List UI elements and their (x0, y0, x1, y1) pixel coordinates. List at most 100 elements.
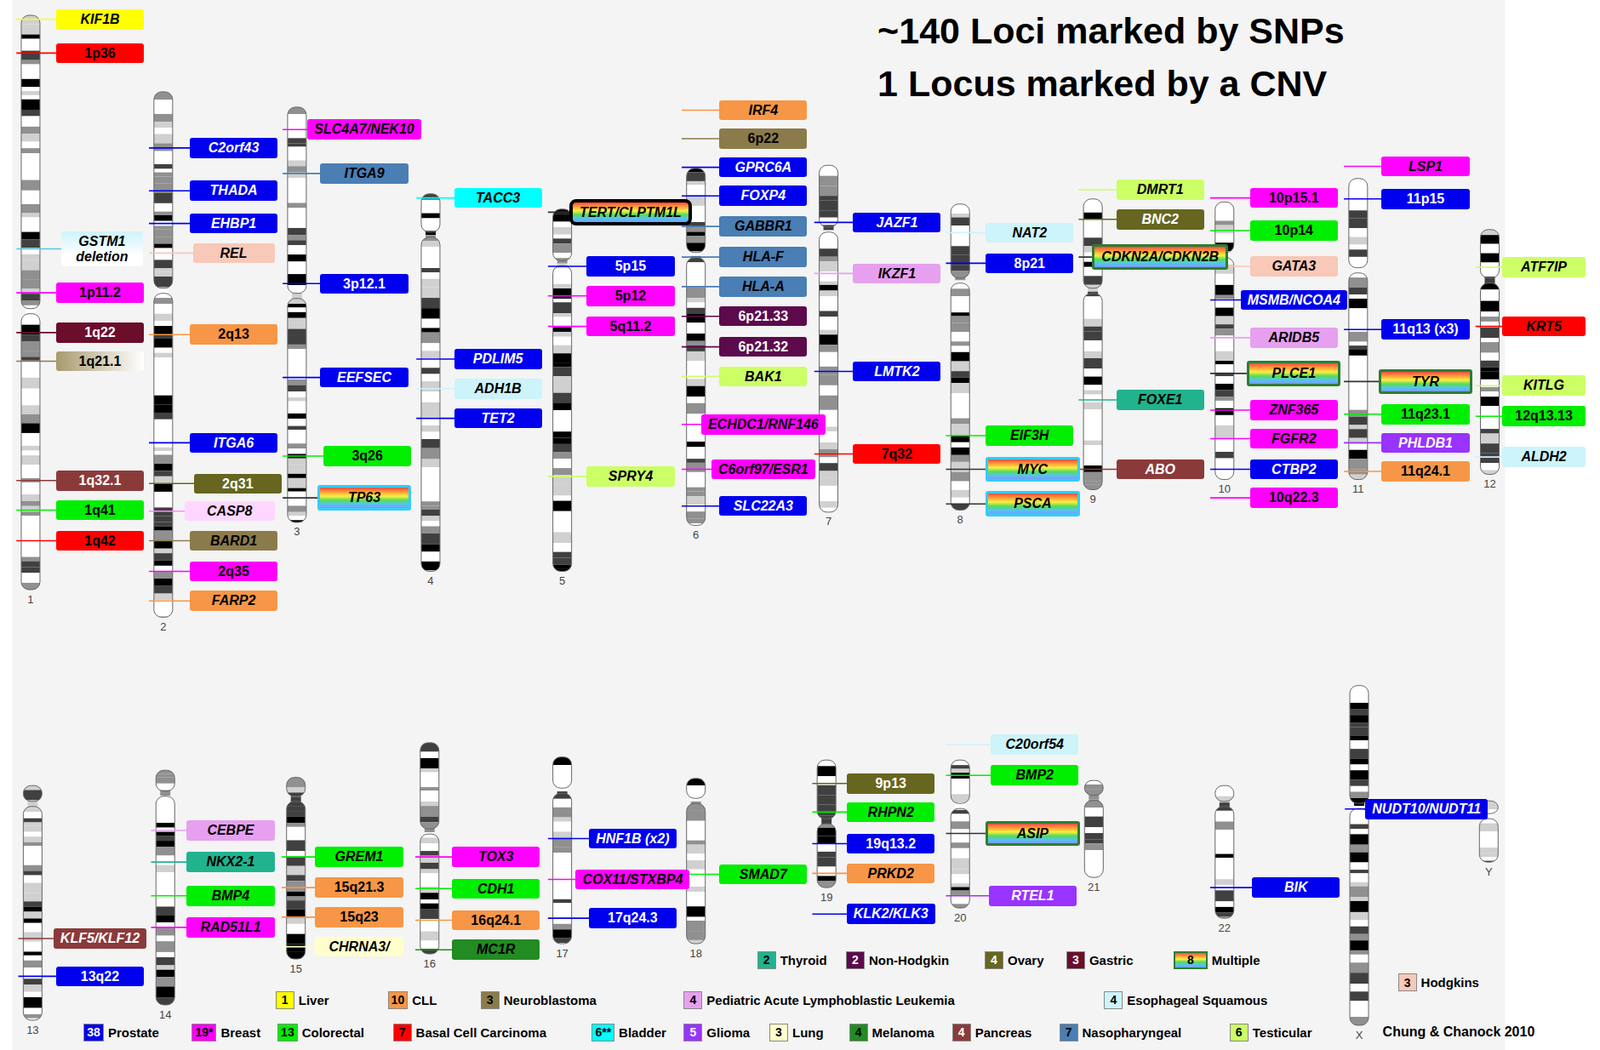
chromosome-band (1083, 306, 1103, 315)
locus-label: IKZF1 (878, 266, 916, 282)
chromosome-body (553, 209, 572, 572)
locus-box: JAZF1 (852, 212, 941, 234)
chromosome-band (1083, 275, 1103, 285)
chromosome-band (287, 218, 307, 229)
locus-box: FGFR2 (1250, 428, 1338, 450)
locus-label: PLCE1 (1272, 365, 1317, 382)
chromosome-band (154, 515, 173, 522)
chromosome-band (686, 458, 706, 463)
locus-box: 15q23 (314, 907, 403, 928)
chromosome-band (154, 470, 173, 476)
legend-text: Esophageal Squamous (1126, 993, 1268, 1008)
chromosome-band (287, 474, 307, 479)
chromosome-band (1348, 228, 1368, 237)
chromosome-band (686, 297, 706, 303)
chromosome-band (553, 516, 572, 522)
chromosome-band (21, 180, 40, 191)
chromosome-band (553, 831, 572, 838)
legend-text: Neuroblastoma (503, 993, 597, 1008)
chromosome-outline (1349, 685, 1369, 804)
chromosome-band (819, 501, 839, 509)
chromosome-band (287, 312, 307, 319)
chromosome-band (1480, 411, 1500, 423)
chromosome-band (154, 229, 173, 238)
chromosome-outline (950, 808, 970, 909)
chromosome-band (950, 288, 970, 297)
chromosome-band (1348, 192, 1368, 204)
legend-count: 4 (958, 1025, 966, 1040)
chromosome-band (1215, 397, 1235, 401)
chromosome-band (686, 845, 706, 855)
chromosome-band (154, 522, 173, 527)
chromosome-band (154, 172, 173, 178)
chromosome-band (21, 335, 40, 343)
legend-text: Liver (298, 993, 330, 1008)
locus-box: 5q11.2 (586, 316, 675, 338)
chromosome-band (420, 903, 440, 909)
chromosome-band (286, 874, 306, 881)
chromosome-band (287, 401, 307, 407)
chromosome-band (950, 316, 970, 324)
legend-swatch: 4 (849, 1023, 869, 1042)
chromosome-band (286, 951, 306, 960)
chromosome-band (686, 226, 706, 232)
chromosome-band (950, 869, 970, 875)
chromosome-band (1480, 282, 1500, 290)
chromosome-band (22, 1008, 42, 1015)
chromosome-band (21, 73, 40, 80)
chromosome-band (686, 825, 706, 832)
chromosome-band (287, 165, 307, 172)
chromosome-band (155, 846, 175, 856)
chromosome-band (1083, 384, 1103, 390)
chromosome-band (1348, 398, 1368, 406)
chromosome-band (1215, 209, 1235, 216)
chromosome-band (155, 922, 175, 927)
chromosome-band (154, 594, 173, 601)
chromosome (1084, 780, 1103, 881)
chromosome-band (553, 227, 572, 235)
chromosome-band (686, 491, 706, 498)
chromosome-band (287, 207, 307, 219)
locus-label: MYC (1017, 462, 1049, 478)
chromosome-band (155, 865, 175, 873)
legend-text: Hodgkins (1421, 975, 1480, 990)
chromosome-band (22, 960, 42, 968)
locus-box: IRF4 (719, 100, 807, 121)
chromosome-band (154, 272, 173, 277)
locus-label: 1p36 (84, 45, 115, 62)
legend-swatch: 3 (769, 1023, 789, 1042)
chromosome-band (21, 441, 40, 446)
chromosome-band (686, 487, 706, 492)
chromosome-band (21, 260, 40, 271)
locus-box: KRT5 (1502, 316, 1586, 338)
chromosome-band (155, 828, 175, 833)
chromosome-band (420, 926, 440, 932)
chromosome-band (950, 837, 970, 844)
chromosome-outline (819, 232, 839, 513)
locus-label: KIF1B (80, 11, 120, 28)
chromosome-band (21, 232, 40, 240)
chromosome-band (553, 437, 572, 444)
chromosome-band (21, 24, 40, 35)
chromosome-outline (950, 283, 970, 511)
chromosome-band (22, 948, 42, 953)
chromosome-band (1084, 840, 1103, 845)
locus-box: ITGA9 (320, 163, 408, 184)
locus-box: 5p12 (586, 285, 675, 307)
panel-ground (11, 0, 1505, 1050)
locus-label: ARIDB5 (1268, 330, 1320, 346)
chromosome-band (22, 893, 42, 903)
chromosome-band (1215, 360, 1235, 365)
chromosome-band (686, 262, 706, 269)
chromosome-band (155, 970, 175, 978)
locus-label: ABO (1144, 462, 1176, 478)
chromosome-outline (1348, 178, 1368, 269)
chromosome-band (1349, 862, 1369, 871)
chromosome-outline (1215, 257, 1235, 480)
chromosome-band (553, 337, 572, 346)
chromosome-band (819, 176, 839, 187)
chromosome-band (21, 515, 40, 525)
chromosome-outline (553, 757, 572, 789)
chromosome-band (1348, 203, 1368, 211)
chromosome-band (686, 472, 706, 479)
